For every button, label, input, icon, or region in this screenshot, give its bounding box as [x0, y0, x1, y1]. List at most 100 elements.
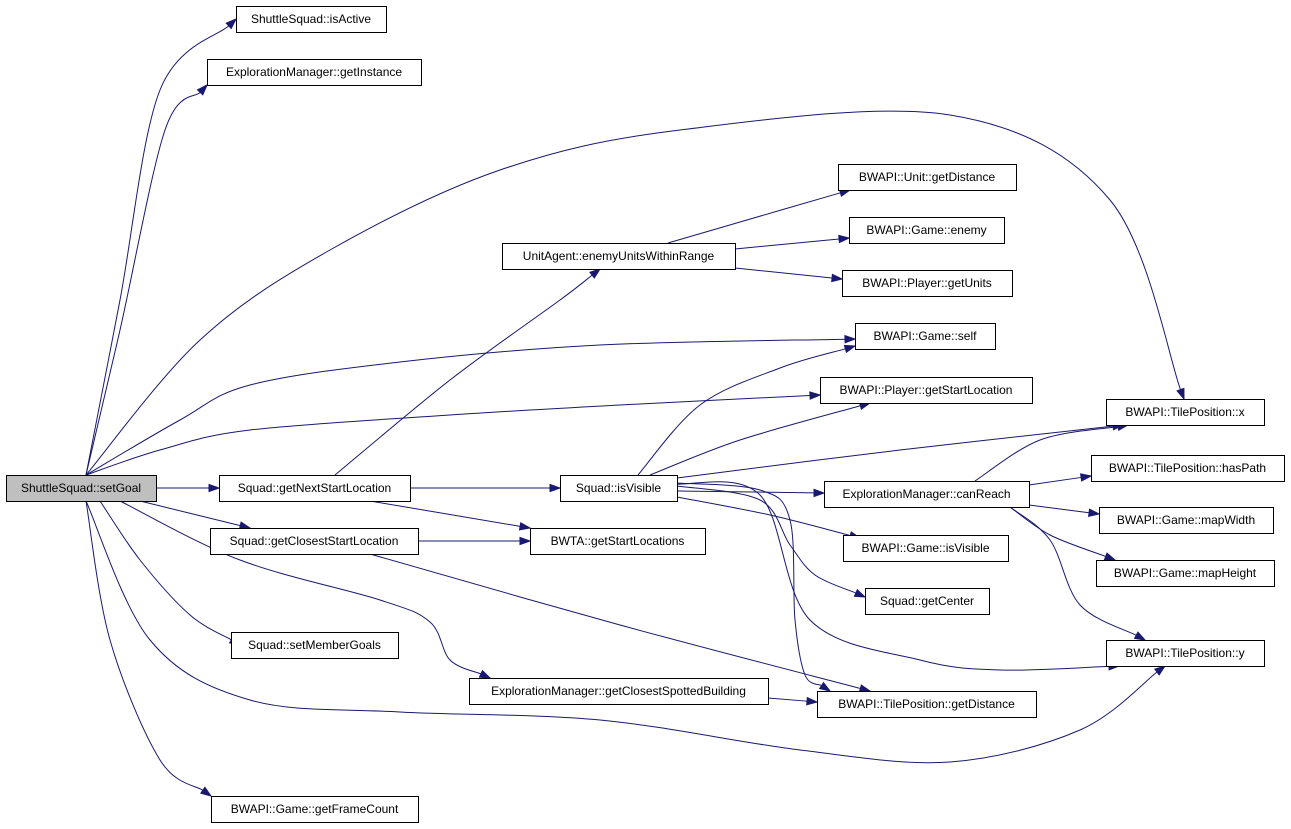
node-label: BWAPI::TilePosition::y [1125, 646, 1244, 660]
node-game-get-frame-count[interactable]: BWAPI::Game::getFrameCount [211, 796, 419, 823]
node-box [219, 475, 411, 502]
node-box [817, 691, 1037, 718]
node-tile-pos-has-path[interactable]: BWAPI::TilePosition::hasPath [1091, 455, 1285, 482]
node-game-is-visible[interactable]: BWAPI::Game::isVisible [843, 535, 1009, 562]
arrowhead-icon [519, 536, 532, 546]
node-squad-is-visible[interactable]: Squad::isVisible [560, 475, 678, 502]
call-nodes: ShuttleSquad::setGoal ShuttleSquad::isAct… [6, 6, 1285, 823]
edge-line [974, 426, 1119, 482]
node-game-self[interactable]: BWAPI::Game::self [855, 323, 996, 350]
node-box [843, 535, 1009, 562]
edge-line [734, 267, 833, 279]
arrowhead-icon [518, 522, 532, 531]
edge-root-to-get-instance [85, 83, 209, 476]
edge-line [676, 485, 857, 594]
arrowhead-icon [225, 17, 238, 30]
edge-line [369, 553, 861, 689]
node-bwta-get-start-locations[interactable]: BWTA::getStartLocations [530, 528, 706, 555]
node-label: BWAPI::Game::mapWidth [1117, 513, 1255, 527]
edge-line [85, 91, 201, 476]
node-box [207, 59, 422, 86]
node-get-next-start-location[interactable]: Squad::getNextStartLocation [219, 475, 411, 502]
node-game-map-height[interactable]: BWAPI::Game::mapHeight [1096, 560, 1275, 587]
node-enemy-units-within-range[interactable]: UnitAgent::enemyUnitsWithinRange [502, 243, 736, 270]
node-game-enemy[interactable]: BWAPI::Game::enemy [849, 217, 1005, 244]
node-label: BWTA::getStartLocations [551, 534, 685, 548]
node-is-active[interactable]: ShuttleSquad::isActive [236, 6, 387, 33]
edge-root-to-game-get-frame-count [85, 500, 213, 797]
edge-squad-is-visible-to-game-self [637, 344, 857, 476]
node-get-closest-spotted-building[interactable]: ExplorationManager::getClosestSpottedBui… [469, 678, 769, 705]
edge-root-to-set-member-goals [99, 500, 242, 646]
node-tile-pos-x[interactable]: BWAPI::TilePosition::x [1106, 399, 1265, 426]
arrowhead-icon [478, 669, 492, 679]
edge-line [667, 192, 841, 244]
node-tile-pos-get-distance[interactable]: BWAPI::TilePosition::getDistance [817, 691, 1037, 718]
edge-line [637, 348, 846, 476]
edge-squad-is-visible-to-player-get-start-location [649, 401, 872, 476]
node-get-closest-start-location[interactable]: Squad::getClosestStartLocation [210, 528, 419, 555]
node-label: Squad::getNextStartLocation [238, 481, 391, 495]
edge-enemy-units-within-range-to-game-enemy [734, 234, 851, 250]
arrowhead-icon [208, 483, 221, 493]
edge-line [1028, 504, 1090, 514]
edge-line [139, 500, 241, 527]
edge-root-to-tile-pos-x [85, 110, 1185, 476]
node-label: BWAPI::Player::getStartLocation [840, 383, 1013, 397]
edge-get-closest-start-location-to-bwta-get-start-locations [418, 536, 532, 546]
arrowhead-icon [549, 483, 562, 493]
arrowhead-icon [196, 83, 209, 96]
arrowhead-icon [831, 273, 844, 283]
node-label: ExplorationManager::getInstance [226, 65, 402, 79]
node-label: Squad::getClosestStartLocation [230, 534, 399, 548]
node-root[interactable]: ShuttleSquad::setGoal [6, 475, 157, 502]
arrowhead-icon [858, 684, 872, 693]
edge-root-to-player-get-start-location [85, 391, 822, 476]
edge-get-next-start-location-to-squad-is-visible [410, 483, 562, 493]
edge-line [119, 500, 482, 675]
edge-squad-is-visible-to-squad-get-center [676, 485, 867, 598]
edge-get-closest-spotted-building-to-tile-pos-get-distance [767, 696, 819, 706]
node-set-member-goals[interactable]: Squad::setMemberGoals [231, 632, 399, 659]
node-box [1091, 455, 1285, 482]
arrowhead-icon [843, 344, 857, 354]
node-label: BWAPI::TilePosition::getDistance [838, 697, 1015, 711]
edge-line [676, 481, 1110, 671]
node-player-get-units[interactable]: BWAPI::Player::getUnits [842, 270, 1013, 297]
node-box [211, 796, 419, 823]
edge-line [99, 500, 232, 641]
edge-line [649, 405, 861, 476]
node-tile-pos-y[interactable]: BWAPI::TilePosition::y [1106, 640, 1265, 667]
node-label: BWAPI::Player::getUnits [862, 276, 992, 290]
node-get-instance[interactable]: ExplorationManager::getInstance [207, 59, 422, 86]
arrowhead-icon [813, 488, 826, 498]
edge-line [1009, 506, 1137, 636]
edge-squad-is-visible-to-can-reach [676, 488, 826, 498]
node-game-map-width[interactable]: BWAPI::Game::mapWidth [1099, 507, 1274, 534]
node-label: BWAPI::TilePosition::hasPath [1109, 461, 1266, 475]
node-label: BWAPI::Game::enemy [866, 223, 986, 237]
node-can-reach[interactable]: ExplorationManager::canReach [824, 481, 1030, 508]
node-unit-get-distance[interactable]: BWAPI::Unit::getDistance [838, 164, 1017, 191]
edge-line [369, 500, 521, 527]
node-squad-get-center[interactable]: Squad::getCenter [865, 588, 990, 615]
node-label: BWAPI::Unit::getDistance [859, 170, 996, 184]
node-label: BWAPI::Game::mapHeight [1114, 566, 1257, 580]
edge-line [767, 697, 808, 702]
edge-line [85, 338, 846, 476]
node-box [210, 528, 419, 555]
node-box [842, 270, 1013, 297]
edge-can-reach-to-tile-pos-has-path [1028, 473, 1093, 486]
node-box [820, 377, 1033, 404]
arrowhead-icon [1103, 552, 1117, 561]
edge-line [676, 496, 851, 537]
node-box [560, 475, 678, 502]
edge-root-to-get-closest-start-location [139, 500, 252, 530]
node-box [838, 164, 1017, 191]
edge-line [734, 238, 840, 250]
arrowhead-icon [853, 588, 867, 598]
node-player-get-start-location[interactable]: BWAPI::Player::getStartLocation [820, 377, 1033, 404]
node-box [236, 6, 387, 33]
node-label: ShuttleSquad::isActive [251, 12, 371, 26]
